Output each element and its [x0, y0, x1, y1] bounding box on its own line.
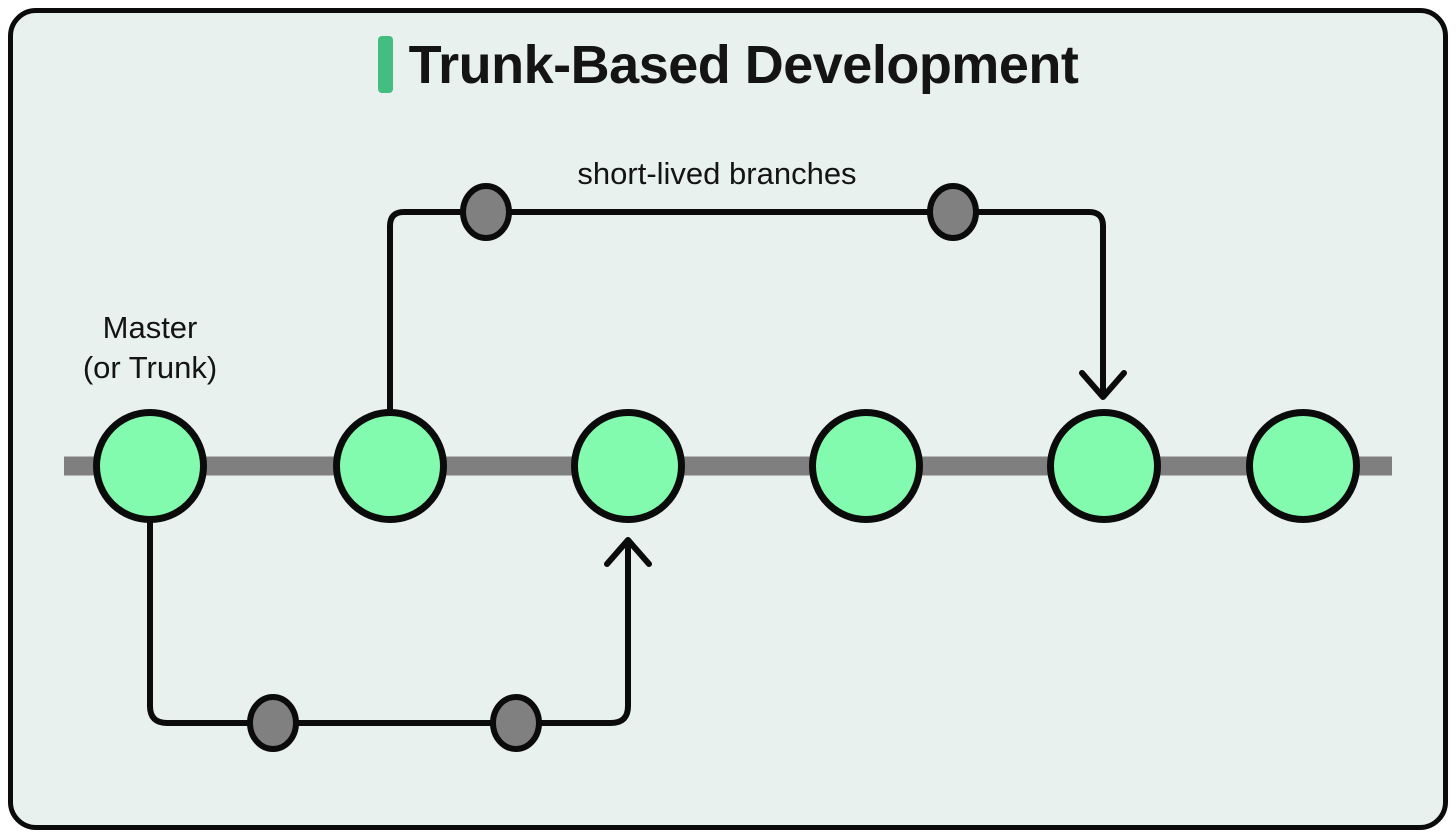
bottom-branch — [147, 463, 652, 726]
trunk-commit-node-3 — [571, 409, 685, 523]
trunk-commit-node-5 — [1047, 409, 1161, 523]
diagram-card — [8, 8, 1448, 830]
top-branch — [387, 209, 1127, 469]
title-accent-bar-icon — [377, 36, 393, 93]
trunk-commit-node-1 — [93, 409, 207, 523]
short-lived-branches-label: short-lived branches — [577, 156, 856, 191]
top-branch-commit-node-1 — [460, 183, 512, 241]
trunk-commit-node-2 — [333, 409, 447, 523]
title-row: Trunk-Based Development — [0, 36, 1456, 93]
bottom-branch-commit-node-2 — [490, 694, 542, 752]
trunk-commit-node-4 — [809, 409, 923, 523]
page-title: Trunk-Based Development — [408, 34, 1079, 95]
master-label-line2: (or Trunk) — [83, 350, 217, 385]
bottom-branch-path — [147, 463, 631, 726]
branch-commits — [247, 183, 979, 752]
master-label-line1: Master — [103, 310, 198, 345]
top-branch-merge-arrowhead-down-icon — [1079, 370, 1127, 400]
top-branch-commit-node-2 — [927, 183, 979, 241]
trunk-commits — [93, 409, 1360, 523]
trunk-commit-node-6 — [1246, 409, 1360, 523]
top-branch-path — [387, 209, 1106, 469]
bottom-branch-commit-node-1 — [247, 694, 299, 752]
bottom-branch-merge-arrowhead-up-icon — [604, 537, 652, 567]
